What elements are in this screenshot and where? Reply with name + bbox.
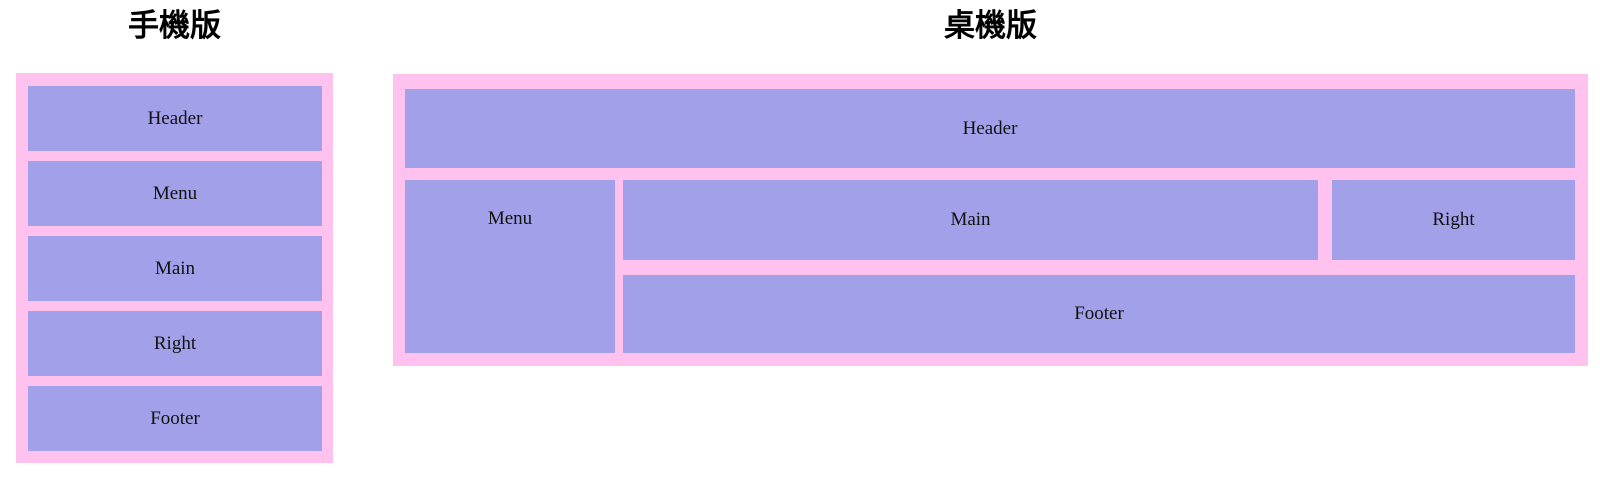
mobile-footer-box: Footer [28,386,322,451]
desktop-layout-container: Header Menu Main Right Footer [393,74,1588,366]
desktop-main-box: Main [623,180,1318,260]
mobile-layout-title: 手機版 [128,8,221,43]
mobile-right-box: Right [28,311,322,376]
desktop-header-box: Header [405,89,1575,168]
desktop-layout-title: 桌機版 [944,8,1037,43]
desktop-footer-box: Footer [623,275,1575,353]
mobile-main-box: Main [28,236,322,301]
mobile-menu-box: Menu [28,161,322,226]
desktop-menu-box: Menu [405,180,615,353]
mobile-layout-container: Header Menu Main Right Footer [16,73,333,463]
desktop-right-box: Right [1332,180,1575,260]
mobile-header-box: Header [28,86,322,151]
